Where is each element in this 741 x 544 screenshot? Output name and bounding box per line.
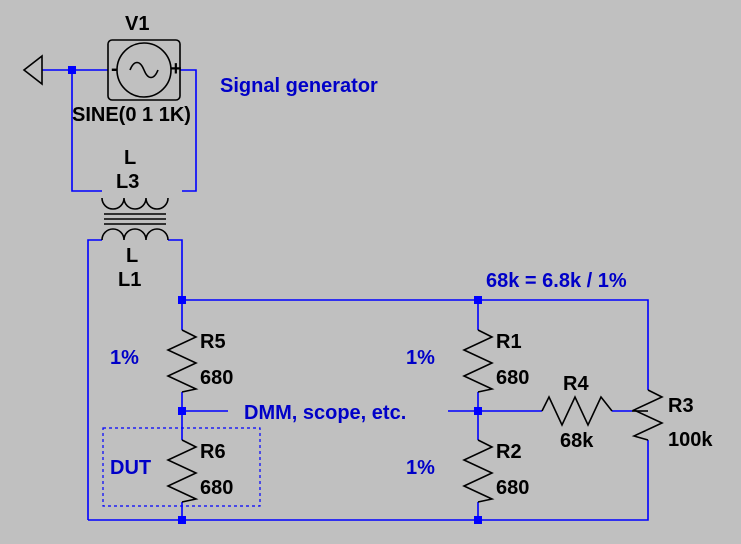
junction-dot — [178, 516, 186, 524]
r6-value-label: 680 — [200, 477, 233, 499]
junction-dot — [474, 407, 482, 415]
wire-l1-right — [168, 239, 183, 300]
r4-name-label: R4 — [563, 373, 589, 395]
r4-value-label: 68k — [560, 430, 594, 452]
wire-l1-left — [87, 239, 102, 520]
junction-dot — [474, 296, 482, 304]
junctions — [68, 66, 482, 524]
r4-note-label: 68k = 6.8k / 1% — [486, 270, 627, 292]
r5-tolerance-label: 1% — [110, 347, 139, 369]
wire-ground-to-l3 — [71, 70, 102, 192]
signal-generator-label: Signal generator — [220, 75, 378, 97]
r3-value-label: 100k — [668, 429, 713, 451]
dut-box — [102, 427, 261, 507]
l3-name-label: L3 — [116, 171, 139, 193]
r4-resistor-icon — [541, 395, 613, 427]
wire-bottom-rail — [88, 440, 649, 521]
r2-tolerance-label: 1% — [406, 457, 435, 479]
r2-value-label: 680 — [496, 477, 529, 499]
r3-potentiometer-icon — [631, 389, 664, 441]
l1-name-label: L1 — [118, 269, 141, 291]
source-plus-sign: + — [170, 58, 182, 80]
wire-top-rail — [182, 299, 649, 390]
source-frame — [107, 39, 181, 101]
junction-dot — [178, 407, 186, 415]
measurement-label: DMM, scope, etc. — [244, 402, 406, 424]
r6-resistor-icon — [166, 439, 199, 503]
transformer-core-icon — [104, 213, 166, 225]
r1-resistor-icon — [462, 329, 495, 393]
l1-coil-icon — [101, 228, 169, 241]
wire-source-plus-to-l3 — [180, 69, 197, 192]
dut-label: DUT — [110, 457, 151, 479]
junction-dot — [178, 296, 186, 304]
r5-value-label: 680 — [200, 367, 233, 389]
r5-name-label: R5 — [200, 331, 226, 353]
voltage-source-v1: - + — [107, 39, 182, 101]
ground-icon — [22, 54, 43, 86]
wires — [42, 69, 649, 521]
junction-dot — [474, 516, 482, 524]
source-value-label: SINE(0 1 1K) — [72, 104, 191, 126]
r2-name-label: R2 — [496, 441, 522, 463]
r1-value-label: 680 — [496, 367, 529, 389]
transformer: L L3 L L1 — [101, 147, 169, 291]
source-circle — [116, 42, 172, 98]
r3-name-label: R3 — [668, 395, 694, 417]
r1-name-label: R1 — [496, 331, 522, 353]
source-name-label: V1 — [125, 13, 149, 35]
r5-resistor-icon — [166, 329, 199, 393]
l3-coil-icon — [101, 197, 169, 210]
r2-resistor-icon — [462, 439, 495, 503]
source-minus-sign: - — [111, 58, 118, 80]
l3-value-label: L — [124, 147, 136, 169]
r1-tolerance-label: 1% — [406, 347, 435, 369]
sine-wave-icon — [129, 61, 159, 79]
l1-value-label: L — [126, 245, 138, 267]
r6-name-label: R6 — [200, 441, 226, 463]
junction-dot — [68, 66, 76, 74]
